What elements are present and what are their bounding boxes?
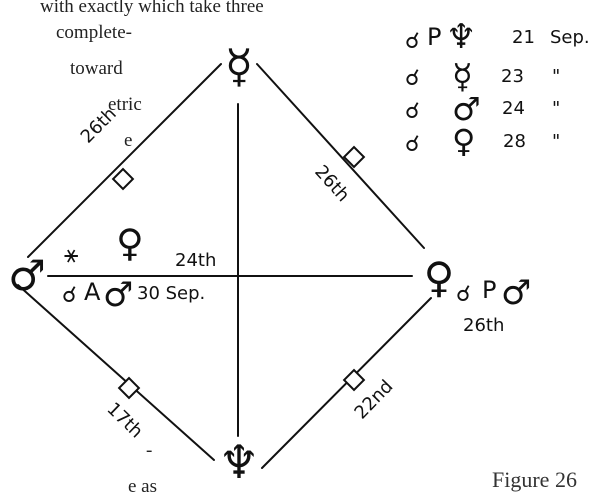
node-bottom-neptune-symbol: ♆ [218, 435, 259, 489]
edge-top-left [27, 63, 222, 258]
legend-row-3-month: " [552, 98, 560, 119]
right-point-label: P [482, 276, 496, 304]
edge-top-right [256, 63, 425, 249]
node-left-mars-symbol: ♂ [8, 251, 46, 300]
left-lower-conjunction-symbol: ☌ [62, 283, 77, 308]
legend-row-2-day: 23 [501, 66, 524, 87]
left-lower-date: 30 Sep. [137, 283, 205, 304]
left-upper-venus-symbol: ♀ [116, 221, 144, 265]
legend-row-4-aspect: ☌ [405, 132, 420, 157]
legend-row-2: ☌ ☿ 23 " [405, 57, 560, 97]
legend-row-3: ☌ ♂ 24 " [405, 90, 560, 128]
background-book-text: with exactly which take three complete- … [40, 0, 264, 493]
left-lower-point-label: A [84, 278, 101, 306]
book-text-line-4: etric [108, 94, 142, 115]
legend-row-4: ☌ ♀ 28 " [405, 122, 560, 160]
book-text-line-1: with exactly which take three [40, 0, 264, 17]
legend-row-1-day: 21 [512, 27, 535, 48]
right-node-date-label: 26th [463, 315, 504, 336]
book-text-line-7: e as [128, 476, 157, 493]
legend-row-2-aspect: ☌ [405, 66, 420, 91]
edge-label-top-right: 26th [310, 161, 353, 206]
square-marker-bottom-left [117, 376, 141, 400]
book-text-line-3: toward [70, 58, 123, 79]
aspect-annotations: ⚹ ♀ ☌ A ♂ 30 Sep. ☌ P ♂ [62, 221, 531, 315]
edge-label-horizontal: 24th [175, 250, 216, 271]
aspect-legend: ☌ P ♆ 21 Sep. ☌ ☿ 23 " ☌ ♂ 24 " ☌ ♀ 28 " [405, 17, 590, 160]
legend-row-4-symbol: ♀ [452, 122, 475, 160]
diamond-nodes: ☿ ♂ ♀ ♆ [8, 39, 454, 489]
book-text-line-5: e [124, 130, 132, 151]
right-conjunction-symbol: ☌ [456, 282, 471, 307]
legend-row-3-aspect: ☌ [405, 99, 420, 124]
node-top-mercury-symbol: ☿ [225, 39, 253, 93]
legend-row-1-symbol: ♆ [446, 17, 476, 57]
legend-row-2-symbol: ☿ [452, 57, 473, 97]
legend-row-1-aspect: ☌ [405, 29, 420, 54]
edge-label-bottom-left: 17th [103, 398, 147, 442]
edge-bottom-left [17, 284, 215, 461]
left-upper-sextile-symbol: ⚹ [64, 240, 78, 268]
legend-row-3-day: 24 [502, 98, 525, 119]
book-text-line-6: - [146, 440, 152, 461]
left-lower-mars-symbol: ♂ [103, 275, 133, 315]
square-marker-top-right [342, 145, 366, 169]
legend-row-3-symbol: ♂ [452, 90, 481, 128]
square-marker-bottom-right [342, 368, 366, 392]
figure-caption: Figure 26 [492, 467, 577, 492]
square-marker-top-left [111, 167, 135, 191]
legend-row-4-month: " [552, 131, 560, 152]
node-right-venus-symbol: ♀ [424, 253, 455, 302]
right-mars-symbol: ♂ [501, 273, 531, 313]
book-text-line-2: complete- [56, 22, 132, 43]
legend-row-4-day: 28 [503, 131, 526, 152]
legend-row-2-month: " [552, 66, 560, 87]
square-markers [111, 145, 366, 400]
legend-row-1: ☌ P ♆ 21 Sep. [405, 17, 590, 57]
legend-row-1-prefix: P [427, 23, 441, 51]
legend-row-1-month: Sep. [550, 27, 590, 48]
